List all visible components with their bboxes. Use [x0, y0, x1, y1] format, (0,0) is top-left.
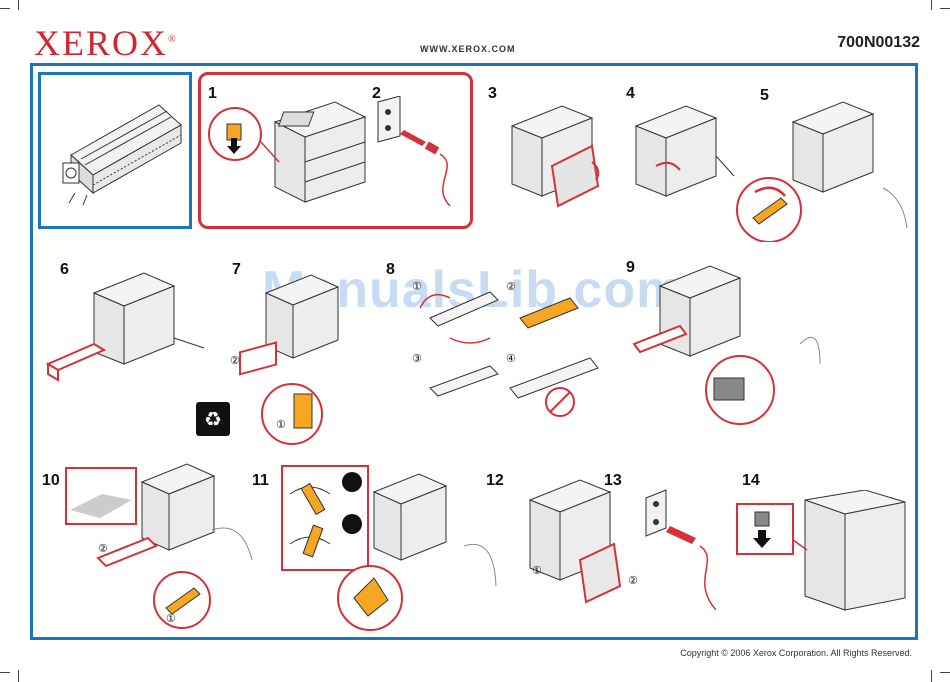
printer-close-reconnect-illustration-step-13 — [520, 470, 750, 620]
sub-label-8-1: ① — [412, 280, 422, 293]
step-number-8: 8 — [386, 261, 395, 279]
close-cover-illustration-step-12 — [334, 466, 504, 636]
brand-mark: ® — [168, 34, 178, 45]
crop-mark-top-left-v — [18, 0, 19, 10]
crop-mark-bottom-right — [940, 672, 950, 673]
sub-label-10-1: ① — [166, 612, 176, 625]
sub-label-13-1: ① — [532, 564, 542, 577]
fuser-lock-illustration-step-10 — [62, 460, 282, 630]
fuser-removal-illustration-step-6 — [44, 268, 214, 398]
sub-label-10-2: ② — [98, 542, 108, 555]
printer-illustration-step-4 — [626, 96, 736, 211]
crop-mark-bottom-right-v — [931, 670, 932, 682]
copyright-text: Copyright © 2006 Xerox Corporation. All … — [680, 648, 912, 658]
sub-label-8-3: ③ — [412, 352, 422, 365]
part-image-box — [38, 72, 192, 229]
step-number-10: 10 — [42, 472, 60, 490]
sub-label-8-4: ④ — [506, 352, 516, 365]
sub-label-7-1: ① — [276, 418, 286, 431]
crop-mark-top-right — [940, 8, 950, 9]
sub-label-13-2: ② — [628, 574, 638, 587]
crop-mark-bottom-left-v — [18, 670, 19, 682]
old-fuser-recycle-illustration-step-7: ♻ — [196, 268, 346, 448]
printer-illustration-step-3 — [492, 96, 612, 211]
sub-label-7-2: ② — [230, 354, 240, 367]
fuser-install-illustration-step-9 — [630, 260, 830, 430]
brand-text: XEROX — [34, 23, 168, 63]
wall-socket-unplug-illustration — [370, 96, 470, 216]
power-on-illustration-step-14 — [735, 490, 910, 620]
website-url: WWW.XEROX.COM — [420, 44, 516, 54]
part-number: 700N00132 — [837, 34, 920, 52]
svg-text:♻: ♻ — [204, 407, 222, 431]
sub-label-8-2: ② — [506, 280, 516, 293]
crop-mark-bottom-left — [0, 672, 10, 673]
printer-lever-illustration-step-5 — [733, 92, 913, 242]
xerox-logo: XEROX® — [34, 22, 178, 64]
crop-mark-top-right-v — [931, 0, 932, 10]
crop-mark-top-left — [0, 8, 10, 9]
fuser-unit-illustration — [41, 75, 189, 226]
